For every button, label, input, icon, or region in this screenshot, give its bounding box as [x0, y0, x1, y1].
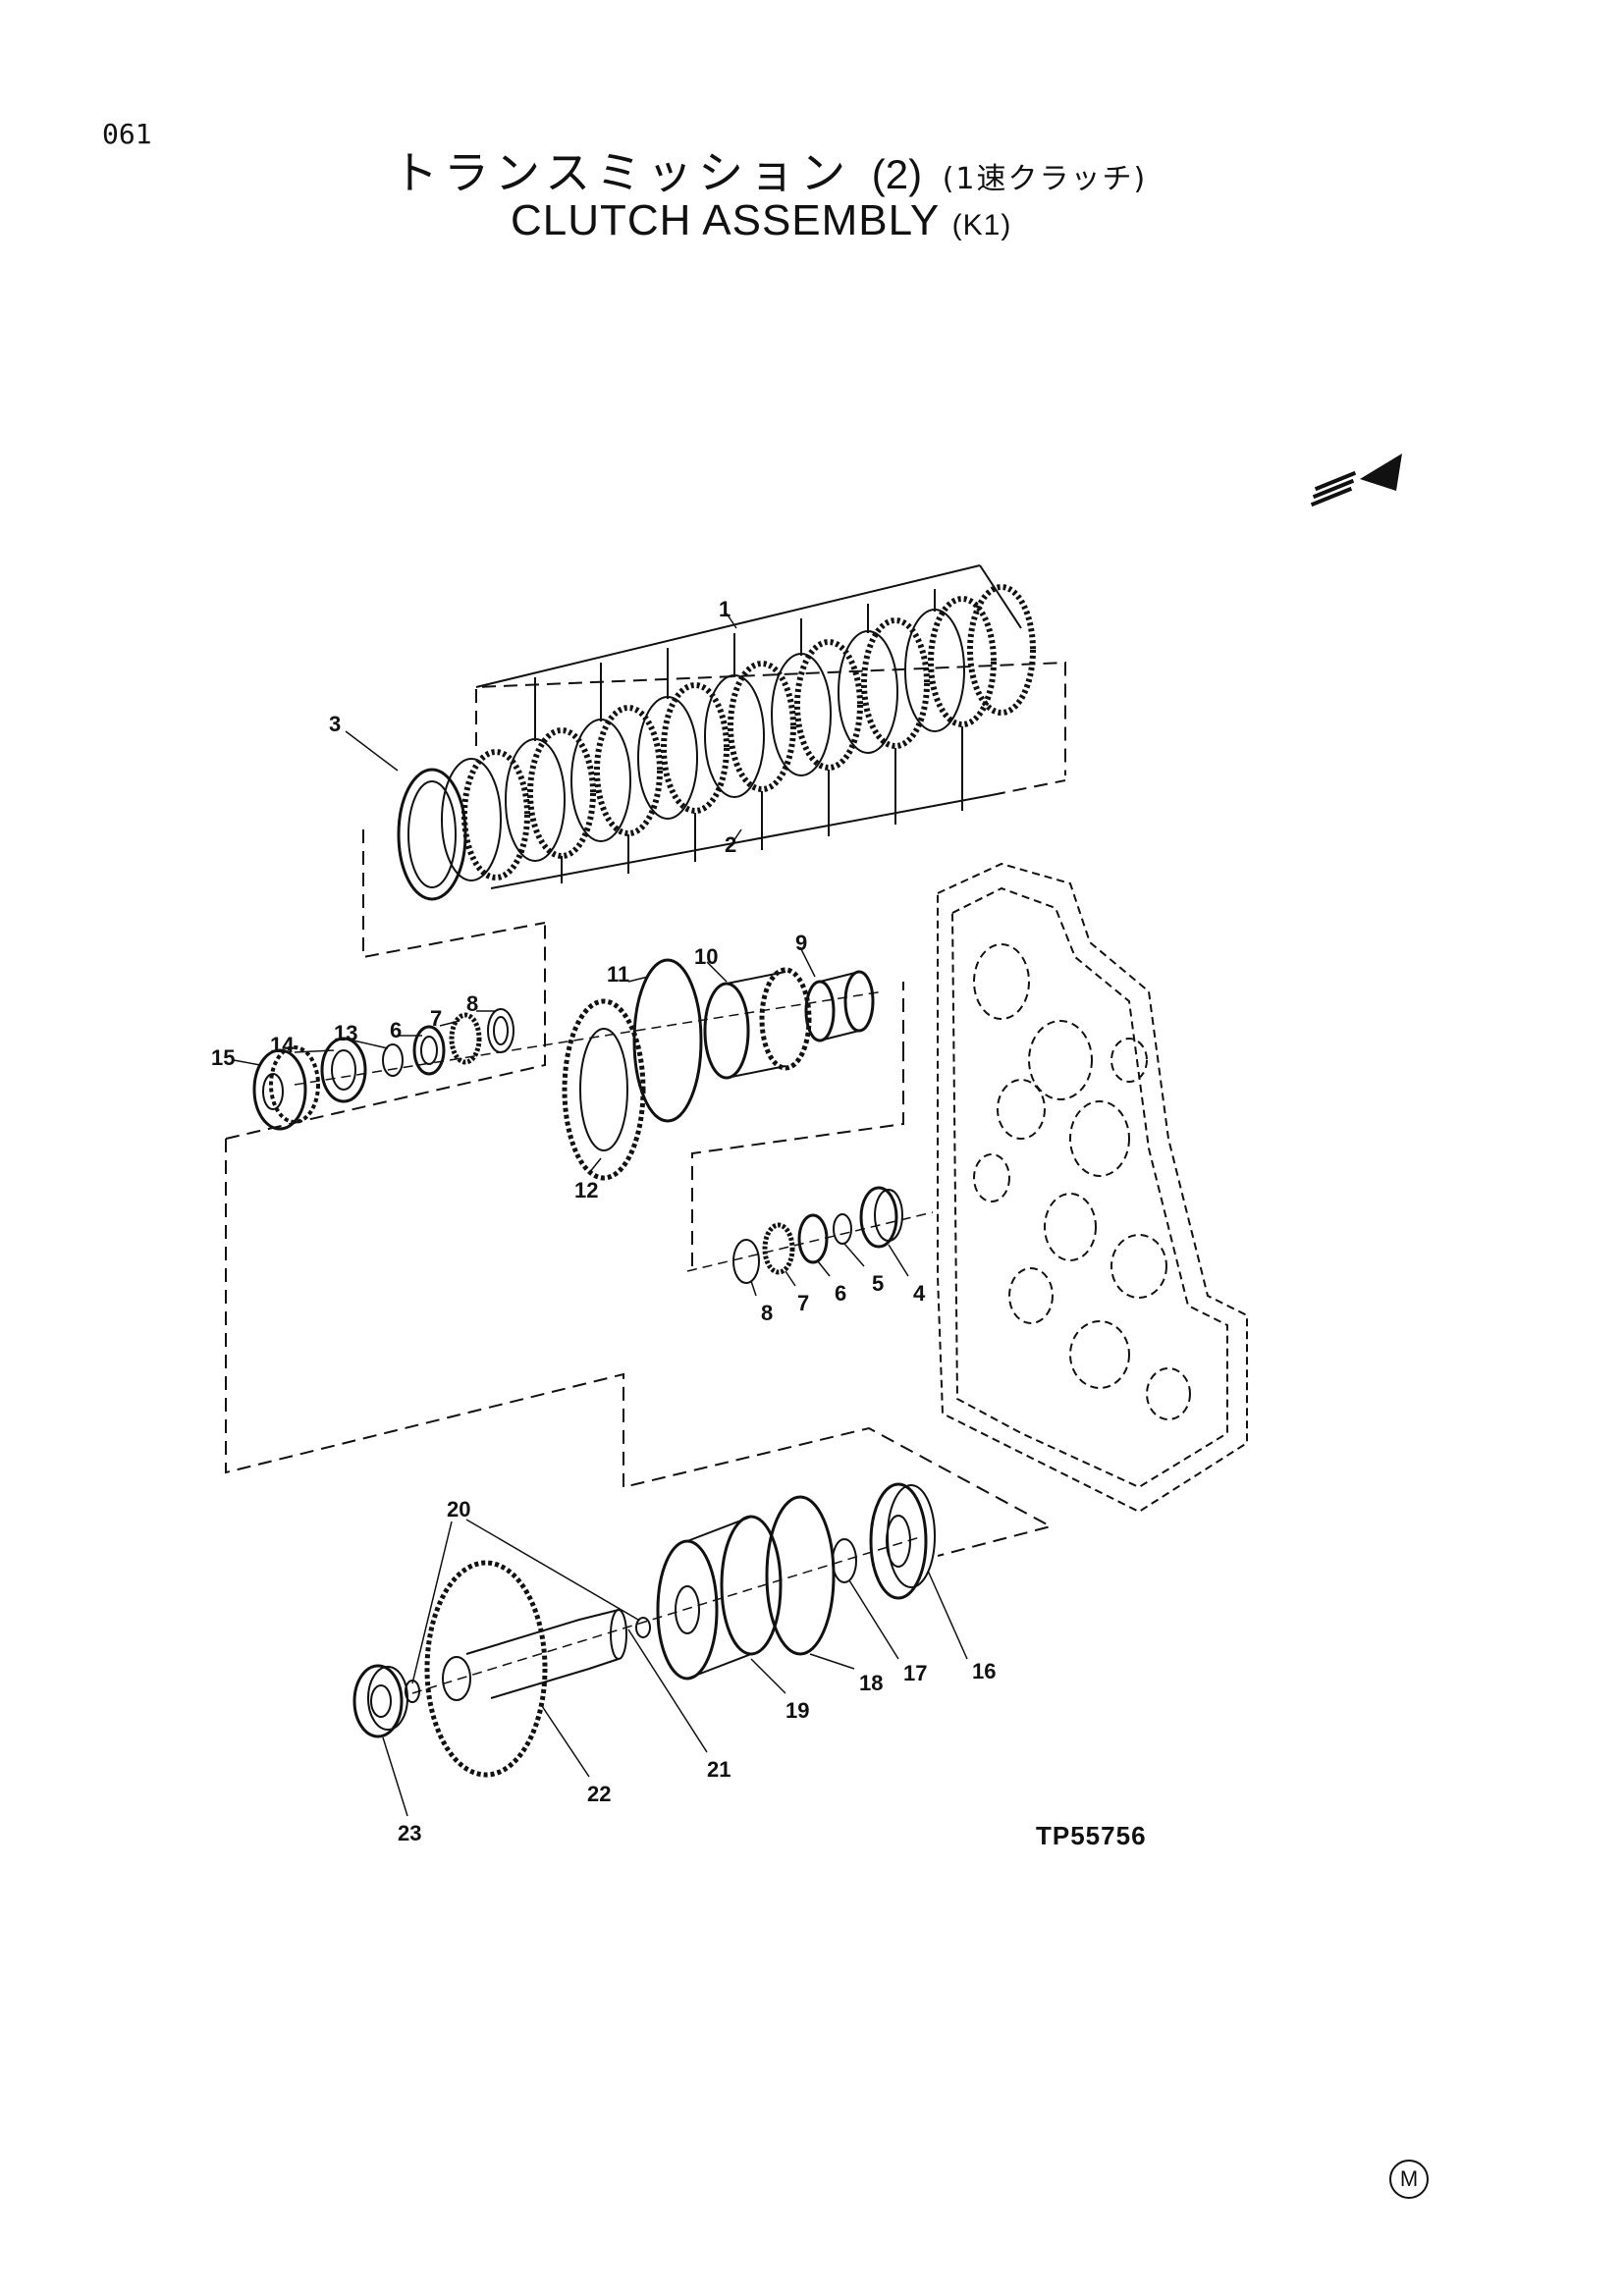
title-english-sub: (K1): [951, 209, 1012, 241]
figure-code: TP55756: [1036, 1821, 1147, 1850]
assembly-connector-lines: [225, 1139, 1054, 1557]
clutch-disc-stack: [362, 564, 1066, 959]
callout-5-lower: 5: [872, 1271, 884, 1296]
callout-21: 21: [707, 1757, 731, 1782]
title-english: CLUTCH ASSEMBLY (K1): [511, 196, 1296, 245]
callout-11: 11: [607, 962, 629, 987]
callout-10: 10: [694, 944, 718, 969]
callout-8-upper: 8: [466, 991, 478, 1016]
callout-18: 18: [859, 1671, 883, 1695]
callout-23: 23: [398, 1821, 421, 1845]
callout-17: 17: [903, 1661, 927, 1685]
callout-20: 20: [447, 1497, 470, 1522]
callout-12: 12: [574, 1178, 598, 1202]
title-japanese-sub: (1速クラッチ): [942, 162, 1148, 196]
callout-4-lower: 4: [913, 1281, 926, 1306]
callout-14: 14: [270, 1033, 295, 1057]
callout-13: 13: [334, 1021, 357, 1045]
callout-16: 16: [972, 1659, 996, 1683]
title-english-main: CLUTCH ASSEMBLY: [511, 196, 940, 244]
callout-6-lower: 6: [835, 1281, 846, 1306]
bottom-parts-row: [352, 1482, 936, 1778]
page-number: 061: [102, 118, 152, 150]
transmission-housing: [937, 862, 1248, 1514]
m-mark-symbol: M: [1389, 2160, 1429, 2199]
title-japanese-number: (2): [871, 151, 923, 197]
callout-1: 1: [719, 597, 731, 621]
callout-8-lower: 8: [761, 1301, 773, 1325]
callout-7-upper: 7: [430, 1006, 442, 1031]
callout-19: 19: [785, 1698, 809, 1723]
callout-15: 15: [211, 1045, 235, 1070]
direction-arrow-icon: [1310, 454, 1402, 507]
title-japanese-main: トランスミッション: [393, 146, 852, 199]
callout-leaders: [233, 613, 968, 1817]
callout-2: 2: [725, 832, 736, 857]
middle-parts-row: [225, 923, 904, 1181]
lower-small-parts: [686, 1055, 934, 1284]
callout-labels: 1 2 3 15 14 13 6 7 8 11 10 9 12 8 7 6 5 …: [211, 597, 996, 1845]
callout-6-upper: 6: [390, 1018, 402, 1042]
callout-9: 9: [795, 931, 807, 955]
callout-7-lower: 7: [797, 1291, 809, 1315]
callout-3: 3: [329, 712, 341, 736]
callout-22: 22: [587, 1782, 611, 1806]
title-japanese: トランスミッション (2) (1速クラッチ): [393, 137, 1276, 202]
